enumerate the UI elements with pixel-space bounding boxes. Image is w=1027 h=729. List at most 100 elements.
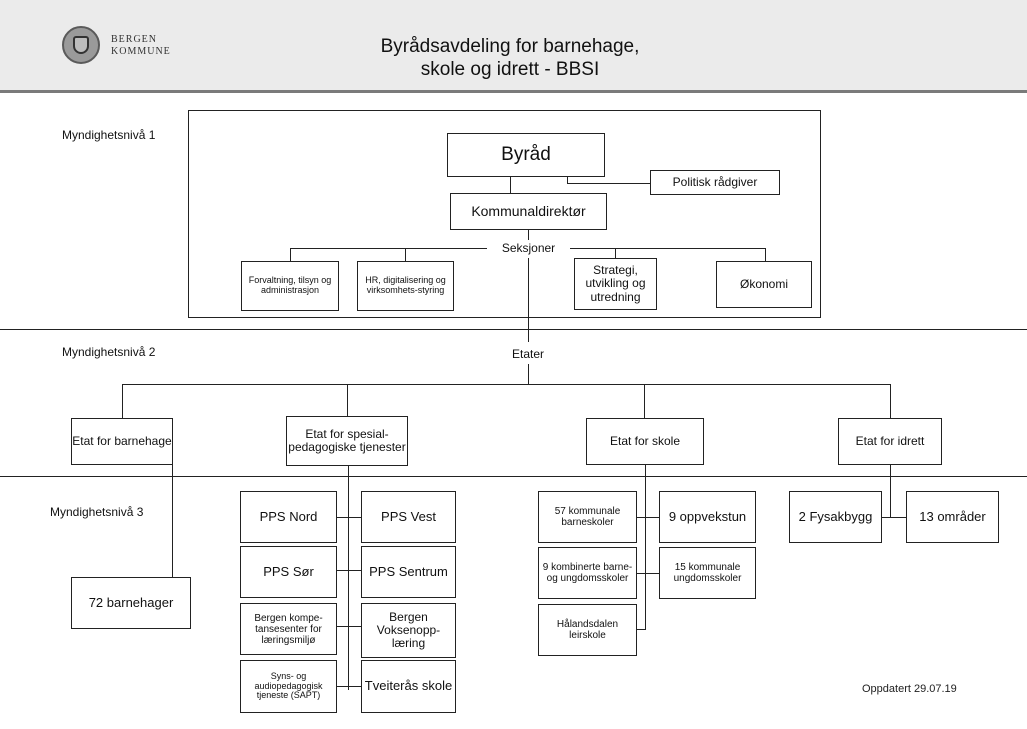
ungdomsskoler-label: 15 kommunale ungdomsskoler bbox=[673, 562, 742, 584]
header-band bbox=[0, 0, 1027, 92]
etat-idrett-label: Etat for idrett bbox=[855, 433, 925, 448]
ungdomsskoler-box: 15 kommunale ungdomsskoler bbox=[659, 547, 756, 599]
kompetansesenter-box: Bergen kompe-tansesenter for læringsmilj… bbox=[240, 603, 337, 655]
pps-sor-label: PPS Sør bbox=[263, 563, 314, 579]
pps-vest-box: PPS Vest bbox=[361, 491, 456, 543]
barnehager-label: 72 barnehager bbox=[88, 594, 174, 610]
oppvekstun-label: 9 oppvekstun bbox=[668, 508, 747, 524]
section-forvaltning-box: Forvaltning, tilsyn og administrasjon bbox=[241, 261, 339, 311]
page-title: Byrådsavdeling for barnehage, skole og i… bbox=[300, 35, 720, 81]
kompetansesenter-label: Bergen kompe-tansesenter for læringsmilj… bbox=[254, 612, 323, 646]
level-2-label: Myndighetsnivå 2 bbox=[62, 345, 156, 359]
connector bbox=[510, 176, 511, 193]
connector bbox=[890, 384, 891, 418]
etat-spesialpedagogiske-box: Etat for spesial-pedagogiske tjenester bbox=[286, 416, 408, 466]
fysakbygg-box: 2 Fysakbygg bbox=[789, 491, 882, 543]
kommunaldirektor-box: Kommunaldirektør bbox=[450, 193, 607, 230]
pps-nord-label: PPS Nord bbox=[259, 508, 318, 524]
sapt-box: Syns- og audiopedagogisk tjeneste (SAPT) bbox=[240, 660, 337, 713]
barneskoler-label: 57 kommunale barneskoler bbox=[554, 506, 621, 528]
kommunaldirektor-label: Kommunaldirektør bbox=[471, 202, 586, 219]
logo-text: BERGEN KOMMUNE bbox=[111, 34, 171, 58]
tveiteras-box: Tveiterås skole bbox=[361, 660, 456, 713]
politisk-radgiver-label: Politisk rådgiver bbox=[672, 174, 758, 189]
connector bbox=[405, 248, 406, 261]
level-1-label: Myndighetsnivå 1 bbox=[62, 128, 156, 142]
etat-idrett-box: Etat for idrett bbox=[838, 418, 942, 465]
byrad-box: Byråd bbox=[447, 133, 605, 177]
connector bbox=[615, 248, 616, 258]
section-hr-label: HR, digitalisering og virksomhets-styrin… bbox=[365, 275, 446, 295]
etater-label: Etater bbox=[511, 347, 544, 361]
section-forvaltning-label: Forvaltning, tilsyn og administrasjon bbox=[248, 275, 332, 295]
oppvekstun-box: 9 oppvekstun bbox=[659, 491, 756, 543]
level-3-separator bbox=[0, 476, 1027, 477]
connector bbox=[337, 517, 361, 518]
connector bbox=[637, 573, 659, 574]
connector bbox=[122, 384, 123, 418]
connector bbox=[890, 465, 891, 517]
section-okonomi-box: Økonomi bbox=[716, 261, 812, 308]
connector bbox=[528, 364, 529, 384]
leirskole-label: Hålandsdalen leirskole bbox=[556, 619, 619, 641]
tveiteras-label: Tveiterås skole bbox=[364, 678, 453, 694]
pps-vest-label: PPS Vest bbox=[381, 508, 436, 524]
kombinerte-box: 9 kombinerte barne- og ungdomsskoler bbox=[538, 547, 637, 599]
voksenopplaering-box: Bergen Voksenopp-læring bbox=[361, 603, 456, 658]
connector bbox=[348, 466, 349, 690]
connector bbox=[637, 629, 646, 630]
section-strategi-box: Strategi, utvikling og utredning bbox=[574, 258, 657, 310]
connector bbox=[337, 570, 361, 571]
connector bbox=[337, 686, 361, 687]
connector bbox=[528, 258, 529, 342]
connector bbox=[290, 248, 487, 249]
connector bbox=[567, 176, 568, 184]
connector bbox=[882, 517, 906, 518]
barnehager-box: 72 barnehager bbox=[71, 577, 191, 629]
pps-sentrum-box: PPS Sentrum bbox=[361, 546, 456, 598]
connector bbox=[290, 248, 291, 261]
connector bbox=[567, 183, 650, 184]
section-strategi-label: Strategi, utvikling og utredning bbox=[585, 263, 646, 304]
connector bbox=[637, 517, 659, 518]
title-line-2: skole og idrett - BBSI bbox=[420, 59, 600, 80]
politisk-radgiver-box: Politisk rådgiver bbox=[650, 170, 780, 195]
sapt-label: Syns- og audiopedagogisk tjeneste (SAPT) bbox=[254, 670, 323, 701]
connector bbox=[644, 384, 645, 418]
etat-barnehage-label: Etat for barnehage bbox=[72, 433, 172, 448]
voksenopplaering-label: Bergen Voksenopp-læring bbox=[376, 609, 441, 651]
connector bbox=[645, 465, 646, 630]
omrader-label: 13 områder bbox=[919, 508, 986, 524]
etat-spesialpedagogiske-label: Etat for spesial-pedagogiske tjenester bbox=[288, 426, 406, 454]
pps-nord-box: PPS Nord bbox=[240, 491, 337, 543]
barneskoler-box: 57 kommunale barneskoler bbox=[538, 491, 637, 543]
etat-skole-label: Etat for skole bbox=[609, 433, 681, 448]
title-line-1: Byrådsavdeling for barnehage, bbox=[380, 36, 640, 57]
level-2-separator bbox=[0, 329, 1027, 330]
section-okonomi-label: Økonomi bbox=[739, 276, 789, 291]
connector bbox=[528, 230, 529, 240]
seksjoner-label: Seksjoner bbox=[501, 241, 556, 255]
level-3-label: Myndighetsnivå 3 bbox=[50, 505, 144, 519]
logo-line-1: BERGEN bbox=[111, 34, 157, 45]
connector bbox=[347, 384, 348, 416]
updated-note: Oppdatert 29.07.19 bbox=[862, 683, 957, 695]
pps-sor-box: PPS Sør bbox=[240, 546, 337, 598]
connector bbox=[172, 465, 173, 577]
section-hr-box: HR, digitalisering og virksomhets-styrin… bbox=[357, 261, 454, 311]
leirskole-box: Hålandsdalen leirskole bbox=[538, 604, 637, 656]
connector bbox=[765, 248, 766, 261]
logo-line-2: KOMMUNE bbox=[111, 46, 171, 57]
byrad-label: Byråd bbox=[501, 143, 551, 165]
connector bbox=[337, 626, 361, 627]
connector bbox=[570, 248, 765, 249]
kombinerte-label: 9 kombinerte barne- og ungdomsskoler bbox=[542, 562, 633, 584]
pps-sentrum-label: PPS Sentrum bbox=[369, 563, 448, 579]
fysakbygg-label: 2 Fysakbygg bbox=[798, 508, 873, 524]
omrader-box: 13 områder bbox=[906, 491, 999, 543]
level-1-frame bbox=[188, 110, 821, 318]
header-divider bbox=[0, 90, 1027, 93]
bergen-crest-icon bbox=[62, 26, 100, 64]
etat-skole-box: Etat for skole bbox=[586, 418, 704, 465]
etat-barnehage-box: Etat for barnehage bbox=[71, 418, 173, 465]
